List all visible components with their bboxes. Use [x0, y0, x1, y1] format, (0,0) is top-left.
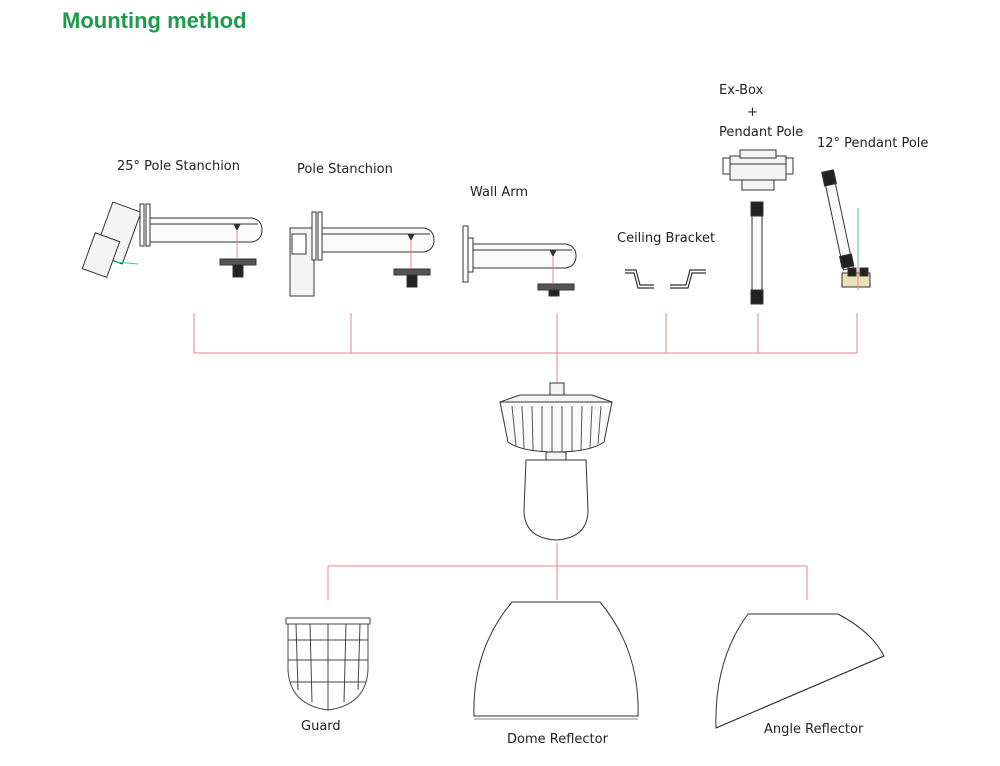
- label-ceiling-bracket: Ceiling Bracket: [617, 231, 716, 246]
- label-12-pendant-pole: 12° Pendant Pole: [817, 136, 929, 151]
- luminaire-drawing: [499, 382, 613, 541]
- pole-stanchion-drawing: [289, 211, 435, 297]
- label-wall-arm: Wall Arm: [470, 185, 529, 200]
- page-title: Mounting method: [62, 8, 247, 33]
- wall-arm-drawing: [462, 225, 577, 297]
- label-plus: +: [747, 105, 758, 120]
- pole-stanchion-25-drawing: [81, 201, 263, 279]
- label-pendant-pole: Pendant Pole: [719, 125, 804, 140]
- label-angle-reflector: Angle Reflector: [764, 722, 864, 737]
- label-dome-reflector: Dome Reflector: [507, 732, 608, 747]
- label-guard: Guard: [301, 719, 341, 734]
- pendant-pole-12-drawing: [821, 169, 871, 290]
- ceiling-bracket-drawing: [625, 269, 706, 289]
- guard-drawing: [285, 617, 371, 711]
- angle-reflector-drawing: [715, 613, 885, 729]
- label-ex-box: Ex-Box: [719, 83, 764, 98]
- label-25-pole-stanchion: 25° Pole Stanchion: [117, 159, 240, 174]
- dome-reflector-drawing: [473, 601, 639, 720]
- connector-lines: [193, 313, 858, 600]
- ex-box-pendant-drawing: [722, 149, 794, 305]
- label-pole-stanchion: Pole Stanchion: [297, 162, 393, 177]
